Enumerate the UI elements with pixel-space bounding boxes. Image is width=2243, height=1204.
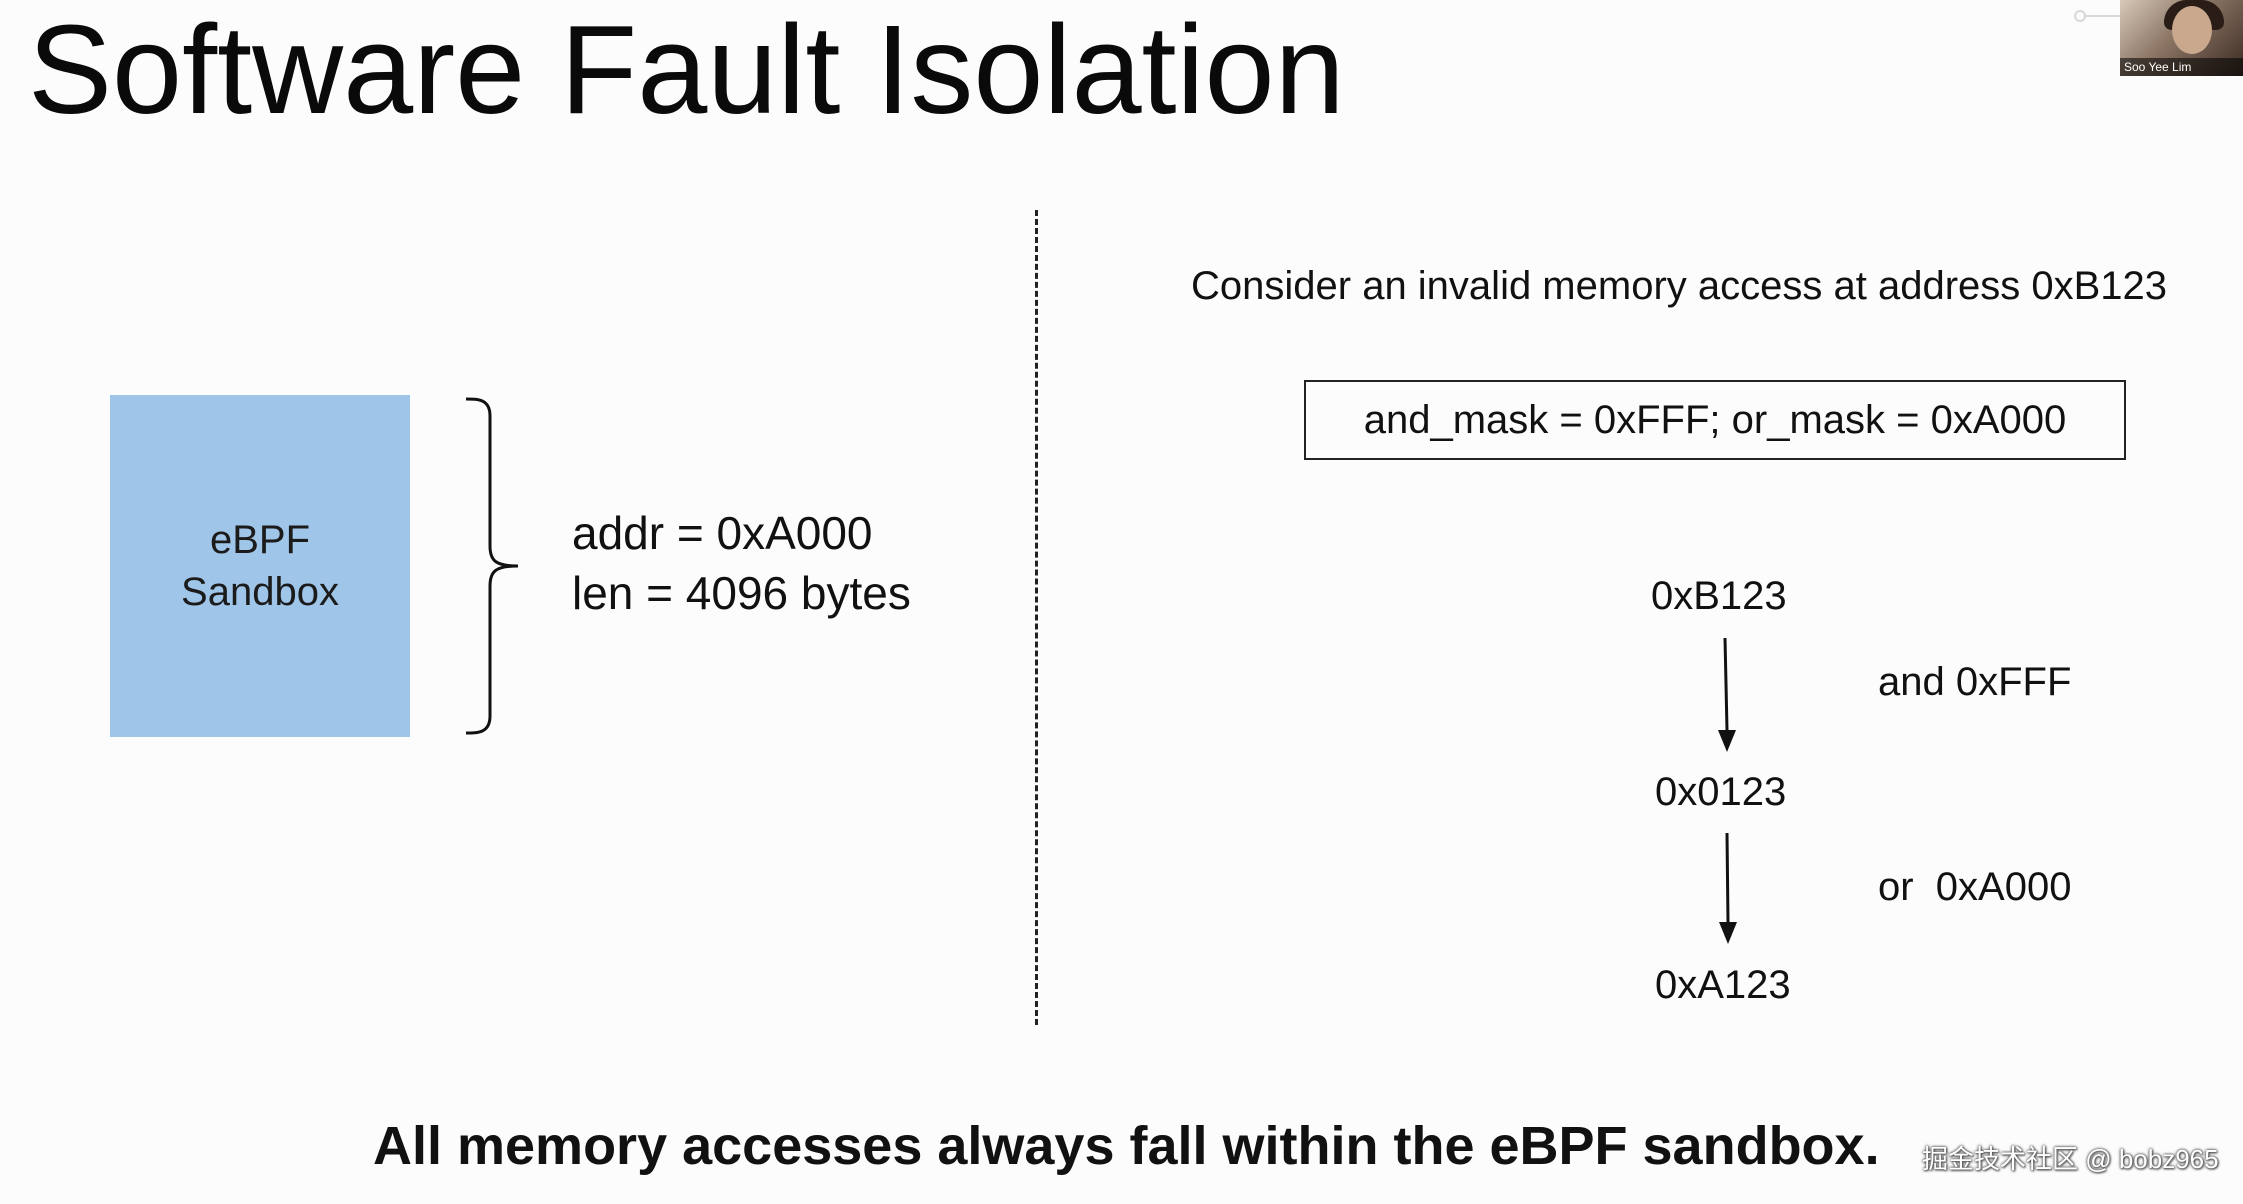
slide-title: Software Fault Isolation xyxy=(28,0,1345,140)
participant-name-bar xyxy=(2120,58,2243,76)
consider-text: Consider an invalid memory access at add… xyxy=(1191,264,2168,308)
participant-face xyxy=(2172,6,2212,54)
address-original: 0xB123 xyxy=(1651,574,1787,618)
transform-arrows xyxy=(1718,637,1737,944)
brace-path xyxy=(465,397,519,735)
participant-video-thumbnail[interactable]: Soo Yee Lim xyxy=(2120,0,2243,76)
thumb-connector-dot xyxy=(2074,10,2086,22)
ebpf-sandbox-box: eBPF Sandbox xyxy=(110,395,410,737)
dashed-divider xyxy=(1035,210,1038,1025)
len-text: len = 4096 bytes xyxy=(572,567,911,619)
and-operation-label: and 0xFFF xyxy=(1878,660,2072,704)
arrow-down-icon xyxy=(1718,637,1736,752)
curly-brace xyxy=(465,397,519,735)
mask-box: and_mask = 0xFFF; or_mask = 0xA000 xyxy=(1304,380,2126,460)
watermark: 掘金技术社区 @ bobz965 xyxy=(1922,1144,2219,1174)
thumb-connector-line xyxy=(2086,15,2120,17)
mask-text: and_mask = 0xFFF; or_mask = 0xA000 xyxy=(1363,398,2067,442)
addr-text: addr = 0xA000 xyxy=(572,507,873,559)
or-operation-label: or 0xA000 xyxy=(1878,865,2072,909)
participant-name: Soo Yee Lim xyxy=(2124,60,2192,74)
address-after-or: 0xA123 xyxy=(1655,963,1791,1007)
arrow-down-icon xyxy=(1719,832,1737,944)
sandbox-label: eBPF Sandbox xyxy=(181,518,339,614)
address-after-and: 0x0123 xyxy=(1655,770,1787,814)
conclusion-text: All memory accesses always fall within t… xyxy=(373,1116,1880,1176)
